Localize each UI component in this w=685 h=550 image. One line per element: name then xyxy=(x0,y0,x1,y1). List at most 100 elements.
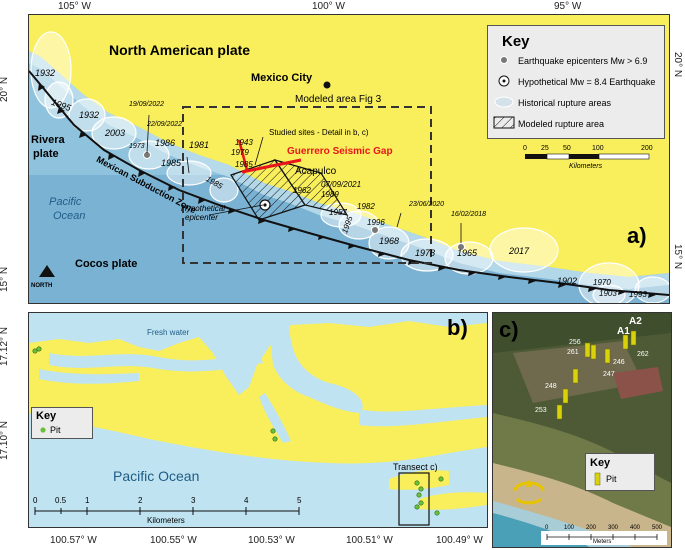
scale-tick: 5 xyxy=(297,496,302,505)
scale-tick: 50 xyxy=(563,145,571,152)
panel-c-photo-art xyxy=(493,313,671,547)
historical-rupture-areas xyxy=(30,31,669,303)
key-title: Key xyxy=(502,33,530,50)
scale-tick: 2 xyxy=(138,496,143,505)
lat-label: 17.12° N xyxy=(0,326,10,366)
trench-teeth xyxy=(38,83,656,298)
scale-tick: 300 xyxy=(608,525,619,531)
ocean xyxy=(29,413,487,527)
scale-tick: 500 xyxy=(652,525,663,531)
scale-tick: 200 xyxy=(641,145,653,152)
scale-tick: 100 xyxy=(592,145,604,152)
scale-tick: 0 xyxy=(33,496,38,505)
lat-label: 20° N xyxy=(0,76,10,102)
transect-label: Transect c) xyxy=(393,462,438,472)
lon-label: 100.49° W xyxy=(436,535,483,546)
subduction-trench xyxy=(29,70,669,296)
pit-label: 247 xyxy=(603,371,615,378)
rupture-year: 1968 xyxy=(379,236,400,246)
pacific-ocean-label-2: Ocean xyxy=(53,210,86,222)
rupture-year: 1979 xyxy=(231,148,249,157)
lon-label: 100.57° W xyxy=(50,535,97,546)
panel-b-map-art xyxy=(29,313,487,527)
pit-label: 262 xyxy=(637,351,649,358)
rupture-year: 2017 xyxy=(509,246,530,256)
panel-c-scale-bar xyxy=(546,534,658,540)
key-symbols xyxy=(493,56,515,129)
lon-label: 100° W xyxy=(312,1,345,12)
rupture-year: 1981 xyxy=(189,140,210,150)
panel-a-map: 105° W North American plate Mexico City … xyxy=(28,14,670,304)
rivera-plate-label-1: Rivera xyxy=(31,134,65,146)
rupture-year: 1943 xyxy=(235,138,253,147)
pacific-ocean-label-1: Pacific xyxy=(49,196,82,208)
rupture-year: 1965 xyxy=(457,248,478,258)
rupture-year: 1978 xyxy=(415,248,436,258)
transect-label-a2: A2 xyxy=(629,316,642,327)
panel-b-map: Fresh water Pacific Ocean Transect c) b)… xyxy=(28,312,488,528)
rupture-year: 1973 xyxy=(129,143,145,150)
acapulco-label: Acapulco xyxy=(295,166,337,177)
scale-tick: 0 xyxy=(545,525,549,531)
panel-c-photo: c) A2 A1 256 261 246 262 247 248 253 Key… xyxy=(492,312,672,548)
scale-tick: 200 xyxy=(586,525,597,531)
scale-unit: Meters xyxy=(593,539,612,545)
panel-b-letter: b) xyxy=(447,315,468,340)
transect-label-a1: A1 xyxy=(617,326,630,337)
lon-label: 105° W xyxy=(58,1,91,12)
scale-tick: 0 xyxy=(523,145,527,152)
key-title: Key xyxy=(36,410,57,422)
hypothetical-epicenter-label-2: epicenter xyxy=(185,213,218,222)
pit-label: 253 xyxy=(535,407,547,414)
panel-a-key: Key Earthquake epicenters Mw > 6.9 Hypot… xyxy=(487,25,665,139)
modeled-area-label: Modeled area Fig 3 xyxy=(295,94,382,105)
guerrero-gap-line xyxy=(241,158,302,174)
panel-b-key: Key Pit xyxy=(31,407,93,439)
scale-tick: 100 xyxy=(564,525,575,531)
rupture-year: 1932 xyxy=(35,68,56,78)
panel-c-key: Key Pit xyxy=(585,453,655,491)
rupture-year: 1985 xyxy=(235,160,253,169)
pit-label: 246 xyxy=(613,359,625,366)
panel-a-letter: a) xyxy=(627,223,647,248)
pit-legend-icon xyxy=(40,427,46,433)
modeled-area-box xyxy=(182,106,432,264)
panel-a-scale-bar xyxy=(525,153,650,160)
rupture-year: 1985 xyxy=(161,158,182,168)
pit-bars xyxy=(556,330,637,420)
rupture-year: 1957 xyxy=(329,208,347,217)
transect-box xyxy=(398,472,430,526)
event-date: 19/09/2022 xyxy=(129,101,165,108)
pit-legend-icon xyxy=(594,472,601,486)
scale-tick: 1 xyxy=(85,496,90,505)
rivera-plate-label-2: plate xyxy=(33,148,59,160)
lat-label: 15° N xyxy=(672,244,683,270)
scale-tick: 25 xyxy=(541,145,549,152)
mexico-city-label: Mexico City xyxy=(251,72,313,84)
rupture-year: 1902 xyxy=(557,276,578,286)
guerrero-gap-label: Guerrero Seismic Gap xyxy=(287,146,393,157)
scale-tick: 0.5 xyxy=(55,496,67,505)
north-american-plate-label: North American plate xyxy=(109,42,251,58)
key-item-historical: Historical rupture areas xyxy=(518,98,612,108)
key-item-epicenters: Earthquake epicenters Mw > 6.9 xyxy=(518,56,648,66)
event-date: 16/02/2018 xyxy=(451,211,487,218)
north-arrow xyxy=(39,265,55,277)
scale-tick: 400 xyxy=(630,525,641,531)
lat-label: 20° N xyxy=(672,52,683,78)
lon-label: 100.53° W xyxy=(248,535,295,546)
pit-markers xyxy=(32,346,444,516)
pit-label: 248 xyxy=(545,383,557,390)
key-item-pit: Pit xyxy=(606,474,617,484)
scale-unit: Kilometers xyxy=(147,516,185,525)
hypothetical-epicenter-label-1: Hypothetical xyxy=(181,204,226,213)
event-date: 23/06/2020 xyxy=(409,201,445,208)
north-label: NORTH xyxy=(31,283,53,289)
rupture-year: 1903 xyxy=(599,289,617,298)
lon-label: 95° W xyxy=(554,1,582,12)
pit-label: 261 xyxy=(567,349,579,356)
rupture-year: 1970 xyxy=(593,278,611,287)
rupture-year: 1996 xyxy=(367,218,385,227)
lon-label: 100.51° W xyxy=(346,535,393,546)
lat-label: 15° N xyxy=(0,266,10,292)
